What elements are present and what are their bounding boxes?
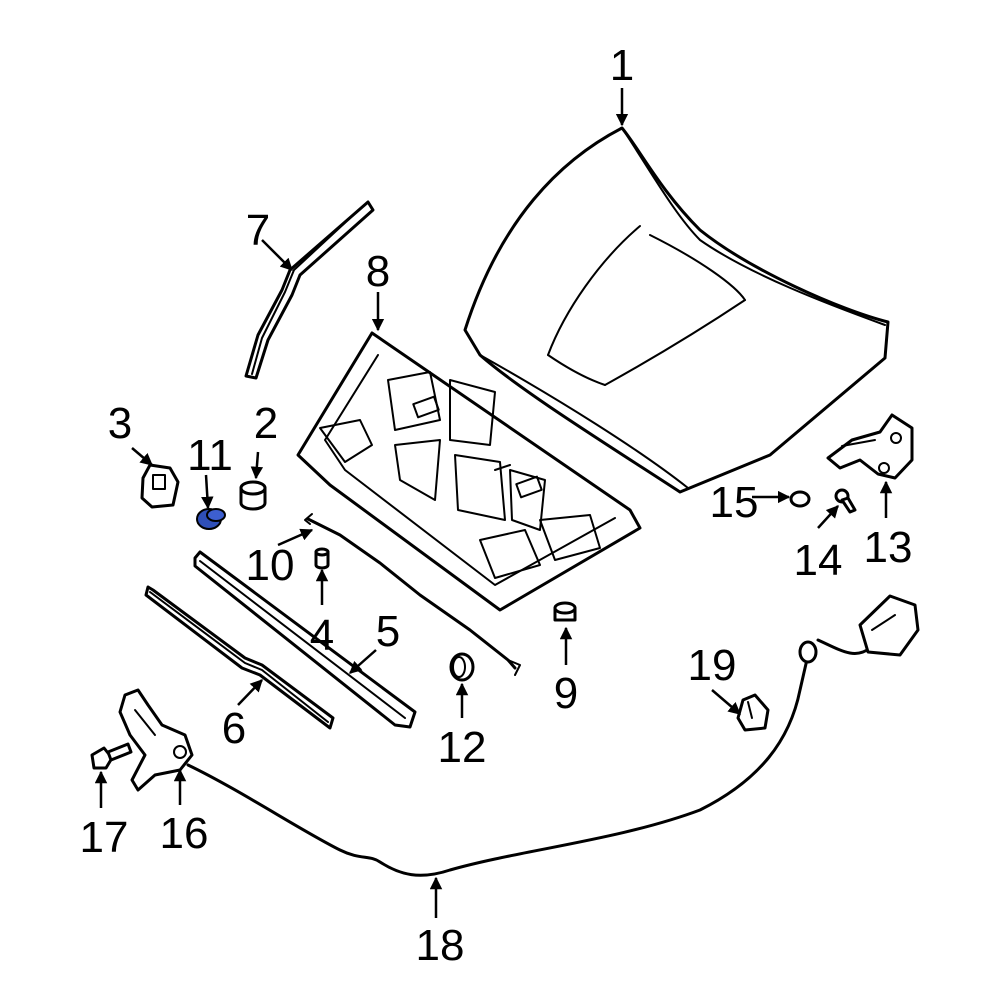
hood-seal-strip[interactable] xyxy=(244,200,375,380)
callout-7: 7 xyxy=(246,206,270,255)
callout-15: 15 xyxy=(710,478,759,527)
bolt[interactable] xyxy=(834,488,857,514)
callout-13: 13 xyxy=(864,523,913,572)
hood-insulator[interactable] xyxy=(296,331,642,612)
callout-2: 2 xyxy=(254,399,278,448)
callout-14: 14 xyxy=(794,536,843,585)
callout-10: 10 xyxy=(246,541,295,590)
callout-5: 5 xyxy=(376,607,400,656)
callout-1: 1 xyxy=(610,41,634,90)
callout-8: 8 xyxy=(366,247,390,296)
callout-9: 9 xyxy=(554,669,578,718)
leader-lines xyxy=(94,88,893,918)
small-bumper[interactable] xyxy=(314,547,330,570)
rubber-stop[interactable] xyxy=(553,601,577,622)
callout-6: 6 xyxy=(222,704,246,753)
callout-4: 4 xyxy=(310,611,334,660)
hood-panel[interactable] xyxy=(463,126,890,494)
callout-19: 19 xyxy=(688,641,737,690)
latch-bolt[interactable] xyxy=(90,742,133,770)
retainer-clip-highlighted[interactable] xyxy=(196,508,226,530)
callout-18: 18 xyxy=(416,921,465,970)
cowl-seal[interactable] xyxy=(193,550,417,729)
callout-3: 3 xyxy=(108,399,132,448)
hood-bumper-pad[interactable] xyxy=(140,463,180,509)
callout-16: 16 xyxy=(160,809,209,858)
hood-hinge[interactable] xyxy=(826,413,914,480)
nut[interactable] xyxy=(789,490,811,508)
callout-labels: 1 2 3 4 5 6 7 8 9 10 11 12 13 14 15 16 1… xyxy=(80,41,913,970)
callout-17: 17 xyxy=(80,813,129,862)
weatherstrip[interactable] xyxy=(144,585,335,730)
bumper-cylinder[interactable] xyxy=(239,480,267,511)
hood-latch[interactable] xyxy=(118,688,194,792)
hood-prop-rod[interactable] xyxy=(304,513,521,676)
callout-12: 12 xyxy=(438,723,487,772)
callout-11: 11 xyxy=(187,431,233,480)
round-bumper[interactable] xyxy=(449,652,475,682)
cable-clip[interactable] xyxy=(736,693,770,732)
release-cable[interactable] xyxy=(186,594,920,877)
